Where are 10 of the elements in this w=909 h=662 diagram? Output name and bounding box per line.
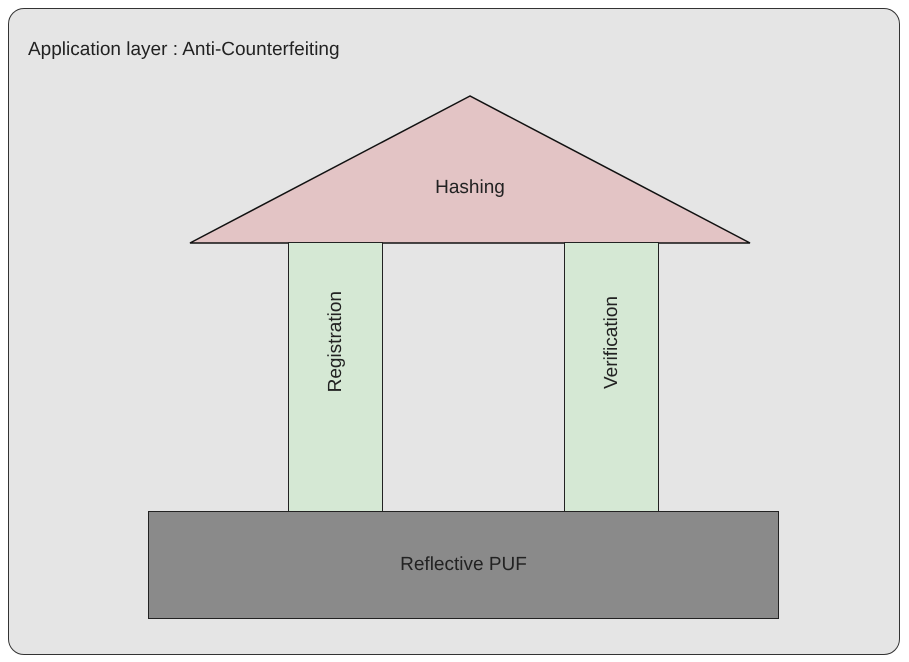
pillar — [564, 242, 659, 512]
pillar-label: Registration — [324, 291, 346, 393]
roof-label: Hashing — [434, 177, 506, 199]
pillar — [288, 242, 383, 512]
pillar-label: Verification — [600, 296, 622, 388]
layer-panel — [8, 8, 900, 655]
roof-triangle — [189, 95, 751, 244]
base-label: Reflective PUF — [400, 554, 527, 576]
layer-title: Application layer : Anti-Counterfeiting — [28, 39, 340, 61]
base-slab — [148, 511, 779, 619]
